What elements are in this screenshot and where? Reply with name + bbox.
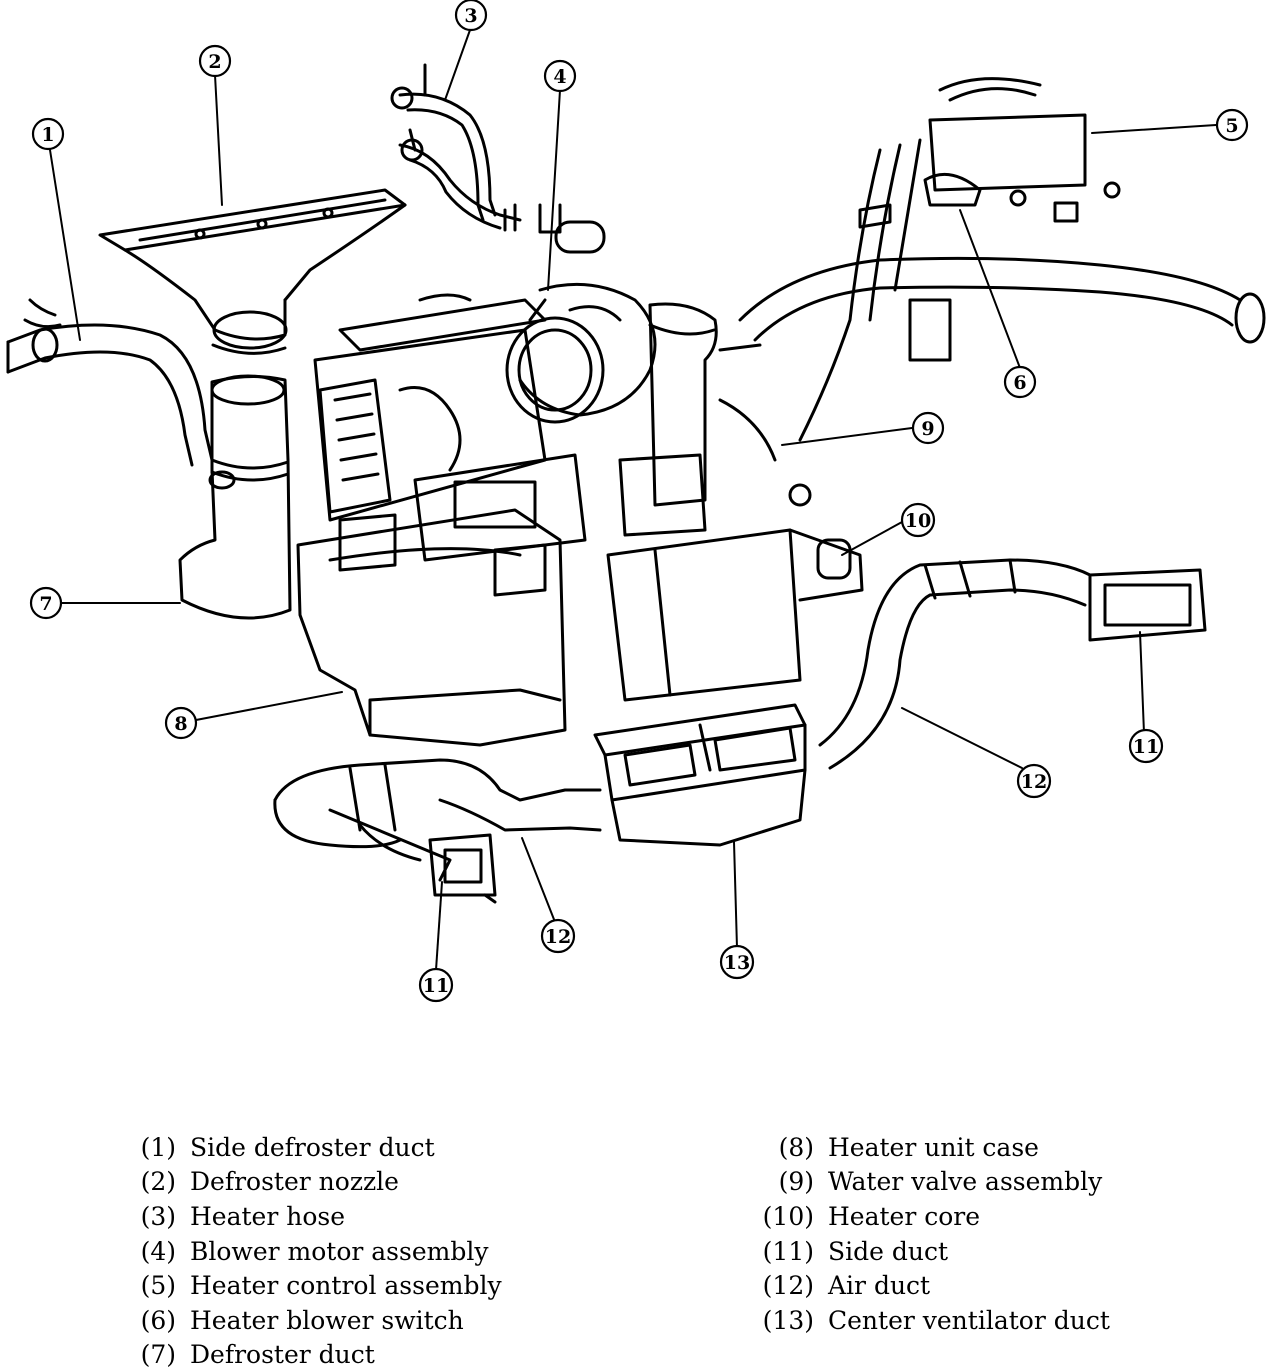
side-defroster-duct-drawing [6, 298, 214, 467]
callout-13-label: 13 [724, 952, 750, 974]
defroster-duct-drawing [178, 374, 292, 620]
callout-1-label: 1 [41, 124, 54, 146]
blower-motor-drawing [505, 282, 657, 424]
legend-item-3: (3) Heater hose [128, 1199, 502, 1234]
callout-5: 5 [1215, 108, 1249, 142]
legend-text: Water valve assembly [828, 1167, 1103, 1197]
legend-number: (8) [778, 1132, 814, 1162]
callout-7: 7 [29, 586, 63, 620]
legend-number: (7) [140, 1340, 176, 1370]
callout-13: 13 [719, 944, 755, 980]
air-duct-left-drawing [273, 758, 602, 882]
side-duct-left-drawing [428, 833, 497, 904]
heater-unit-case-drawing [296, 293, 587, 747]
callout-12-right: 12 [1016, 763, 1052, 799]
callout-markers: 1 2 3 4 5 6 7 8 [29, 0, 1249, 1003]
legend-text: Heater control assembly [190, 1271, 502, 1301]
legend-text: Heater hose [190, 1201, 346, 1231]
legend-text: Center ventilator duct [828, 1305, 1110, 1335]
legend-text: Defroster duct [190, 1340, 375, 1370]
legend-item-6: (6) Heater blower switch [128, 1303, 502, 1338]
callout-11-left-label: 11 [423, 975, 449, 997]
callout-11-right-label: 11 [1133, 736, 1159, 758]
callout-11-right: 11 [1128, 728, 1164, 764]
callout-10: 10 [900, 502, 936, 538]
legend-text: Blower motor assembly [190, 1236, 489, 1266]
air-duct-right-drawing [818, 558, 1207, 770]
callout-3: 3 [454, 0, 488, 32]
callout-9-label: 9 [921, 418, 934, 440]
legend-number: (6) [140, 1305, 176, 1335]
legend-number: (12) [762, 1271, 814, 1301]
callout-10-label: 10 [905, 510, 931, 532]
legend-number: (4) [140, 1236, 176, 1266]
heater-exploded-diagram: 1 2 3 4 5 6 7 8 [6, 0, 1266, 1003]
legend-item-9: (9) Water valve assembly [752, 1165, 1110, 1200]
callout-9: 9 [911, 411, 945, 445]
legend-item-4: (4) Blower motor assembly [128, 1234, 502, 1269]
legend-column-right: (8) Heater unit case (9) Water valve assem… [752, 1130, 1110, 1338]
water-valve-drawing [618, 256, 1266, 537]
leader-lines [49, 29, 1217, 971]
legend-text: Heater blower switch [190, 1305, 464, 1335]
callout-6: 6 [1003, 365, 1037, 399]
legend-text: Heater unit case [828, 1132, 1039, 1162]
callout-11-left: 11 [418, 967, 454, 1003]
legend-text: Defroster nozzle [190, 1167, 399, 1197]
legend-item-11: (11) Side duct [752, 1234, 1110, 1269]
callout-12-left-label: 12 [545, 926, 571, 948]
defroster-nozzle-drawing [98, 188, 407, 355]
legend-number: (3) [140, 1201, 176, 1231]
legend-item-12: (12) Air duct [752, 1268, 1110, 1303]
legend-number: (1) [140, 1132, 176, 1162]
legend-item-8: (8) Heater unit case [752, 1130, 1110, 1165]
legend-text: Heater core [828, 1201, 981, 1231]
callout-12-right-label: 12 [1021, 771, 1047, 793]
callout-12-left: 12 [540, 918, 576, 954]
heater-hose-drawing [390, 63, 606, 254]
legend-item-1: (1) Side defroster duct [128, 1130, 502, 1165]
legend-text: Side defroster duct [190, 1132, 435, 1162]
legend-item-5: (5) Heater control assembly [128, 1268, 502, 1303]
legend-item-2: (2) Defroster nozzle [128, 1165, 502, 1200]
callout-3-label: 3 [464, 5, 477, 27]
legend-item-10: (10) Heater core [752, 1199, 1110, 1234]
heater-core-drawing [606, 528, 864, 702]
center-ventilator-duct-drawing [593, 703, 807, 847]
legend-item-7: (7) Defroster duct [128, 1338, 502, 1372]
parts-legend: (1) Side defroster duct (2) Defroster nozz… [0, 1130, 1280, 1370]
legend-text: Side duct [828, 1236, 949, 1266]
callout-4: 4 [543, 59, 577, 93]
callout-7-label: 7 [39, 593, 52, 615]
callout-2-label: 2 [208, 51, 221, 73]
callout-8-label: 8 [174, 713, 187, 735]
callout-8: 8 [164, 706, 198, 740]
callout-4-label: 4 [553, 66, 566, 88]
legend-number: (13) [762, 1305, 814, 1335]
legend-number: (5) [140, 1271, 176, 1301]
legend-number: (2) [140, 1167, 176, 1197]
callout-6-label: 6 [1013, 372, 1026, 394]
callout-2: 2 [198, 44, 232, 78]
legend-item-13: (13) Center ventilator duct [752, 1303, 1110, 1338]
heater-control-drawing [798, 77, 1121, 442]
legend-number: (10) [762, 1201, 814, 1231]
legend-text: Air duct [828, 1271, 931, 1301]
legend-number: (9) [778, 1167, 814, 1197]
callout-1: 1 [31, 117, 65, 151]
callout-5-label: 5 [1225, 115, 1238, 137]
legend-number: (11) [762, 1236, 814, 1266]
legend-column-left: (1) Side defroster duct (2) Defroster nozz… [128, 1130, 502, 1372]
